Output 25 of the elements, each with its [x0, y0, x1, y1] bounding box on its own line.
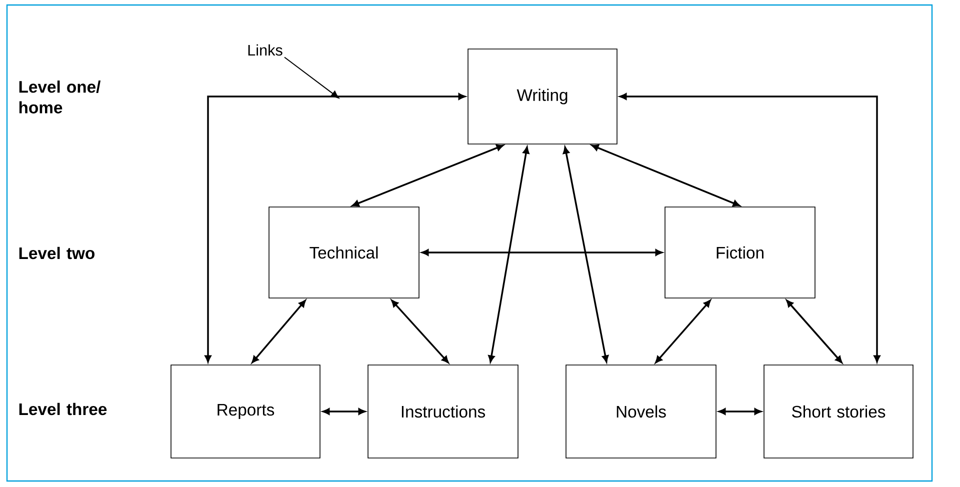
arrow — [252, 300, 306, 364]
arrow — [422, 249, 662, 256]
level-label: Level three — [19, 402, 107, 416]
page-box: Reports — [170, 364, 320, 458]
page-box: Instructions — [368, 364, 518, 458]
page-box: Fiction — [664, 206, 816, 298]
callout-text: Links — [248, 44, 282, 56]
arrow — [488, 146, 530, 362]
arrow — [204, 93, 466, 362]
arrow — [352, 144, 504, 207]
arrow — [322, 408, 366, 415]
arrow — [592, 144, 740, 206]
level-label: Level one/ home — [19, 80, 101, 114]
arrow — [620, 93, 880, 362]
leader-line — [284, 56, 339, 98]
page-box: Writing — [468, 48, 618, 144]
page-box: Technical — [268, 206, 420, 298]
arrow — [786, 300, 842, 364]
page-box: Short stories — [764, 364, 914, 458]
arrow — [655, 300, 711, 364]
arrow — [562, 146, 609, 362]
level-label: Level two — [19, 246, 94, 260]
arrow — [391, 300, 449, 364]
page-box: Novels — [566, 364, 716, 458]
arrow — [718, 408, 762, 415]
